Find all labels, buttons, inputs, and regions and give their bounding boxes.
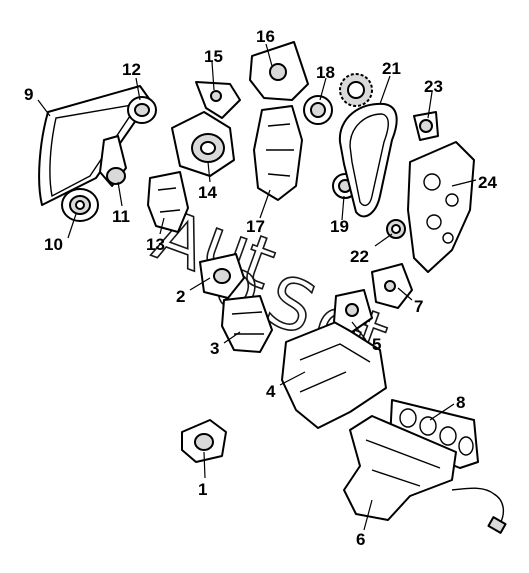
callout-5: 5 xyxy=(372,335,381,354)
part-23-tensioner-pulley xyxy=(413,111,439,141)
part-2-engine-mount xyxy=(199,253,245,299)
part-13-bracket xyxy=(147,171,189,233)
callout-21: 21 xyxy=(382,59,401,78)
part-16-upper-timing-cover xyxy=(249,41,309,101)
callout-11: 11 xyxy=(112,207,130,226)
callout-12: 12 xyxy=(122,60,141,79)
part-14-water-pump xyxy=(171,111,235,177)
part-24-lower-timing-cover xyxy=(407,141,475,273)
part-22-small-pulley xyxy=(386,219,406,239)
callout-7: 7 xyxy=(414,297,423,316)
callout-8: 8 xyxy=(456,393,465,412)
part-12-idler-pulley xyxy=(127,96,157,124)
leader-lines xyxy=(37,43,477,531)
callout-1: 1 xyxy=(198,480,207,499)
part-11-tensioner xyxy=(99,135,127,187)
part-6-exhaust-manifold xyxy=(343,415,507,534)
callout-17: 17 xyxy=(246,217,265,236)
callout-22: 22 xyxy=(350,247,369,266)
part-17-rear-timing-cover xyxy=(253,105,303,201)
part-21-timing-belt xyxy=(338,102,398,218)
callout-15: 15 xyxy=(204,47,223,66)
callout-3: 3 xyxy=(210,339,219,358)
part-7-flange xyxy=(371,263,413,309)
callout-10: 10 xyxy=(44,235,63,254)
part-1-lower-mount xyxy=(181,419,227,463)
callout-19: 19 xyxy=(330,217,349,236)
callout-13: 13 xyxy=(146,235,165,254)
callout-23: 23 xyxy=(424,77,443,96)
callout-4: 4 xyxy=(266,382,276,401)
callout-16: 16 xyxy=(256,27,275,46)
callout-labels: 1 2 3 4 5 6 7 8 9 10 11 12 13 14 15 16 1… xyxy=(24,27,497,549)
part-5-thermostat-housing xyxy=(333,289,373,333)
timing-gear xyxy=(339,73,373,107)
part-18-cam-gear xyxy=(303,95,333,125)
part-15-small-bracket xyxy=(195,81,241,119)
part-3-mount-bracket xyxy=(221,295,273,353)
callout-14: 14 xyxy=(198,183,217,202)
callout-2: 2 xyxy=(176,287,185,306)
part-10-pulley xyxy=(61,188,99,222)
callout-9: 9 xyxy=(24,85,33,104)
callout-6: 6 xyxy=(356,530,365,549)
callout-24: 24 xyxy=(478,173,497,192)
callout-18: 18 xyxy=(316,63,335,82)
